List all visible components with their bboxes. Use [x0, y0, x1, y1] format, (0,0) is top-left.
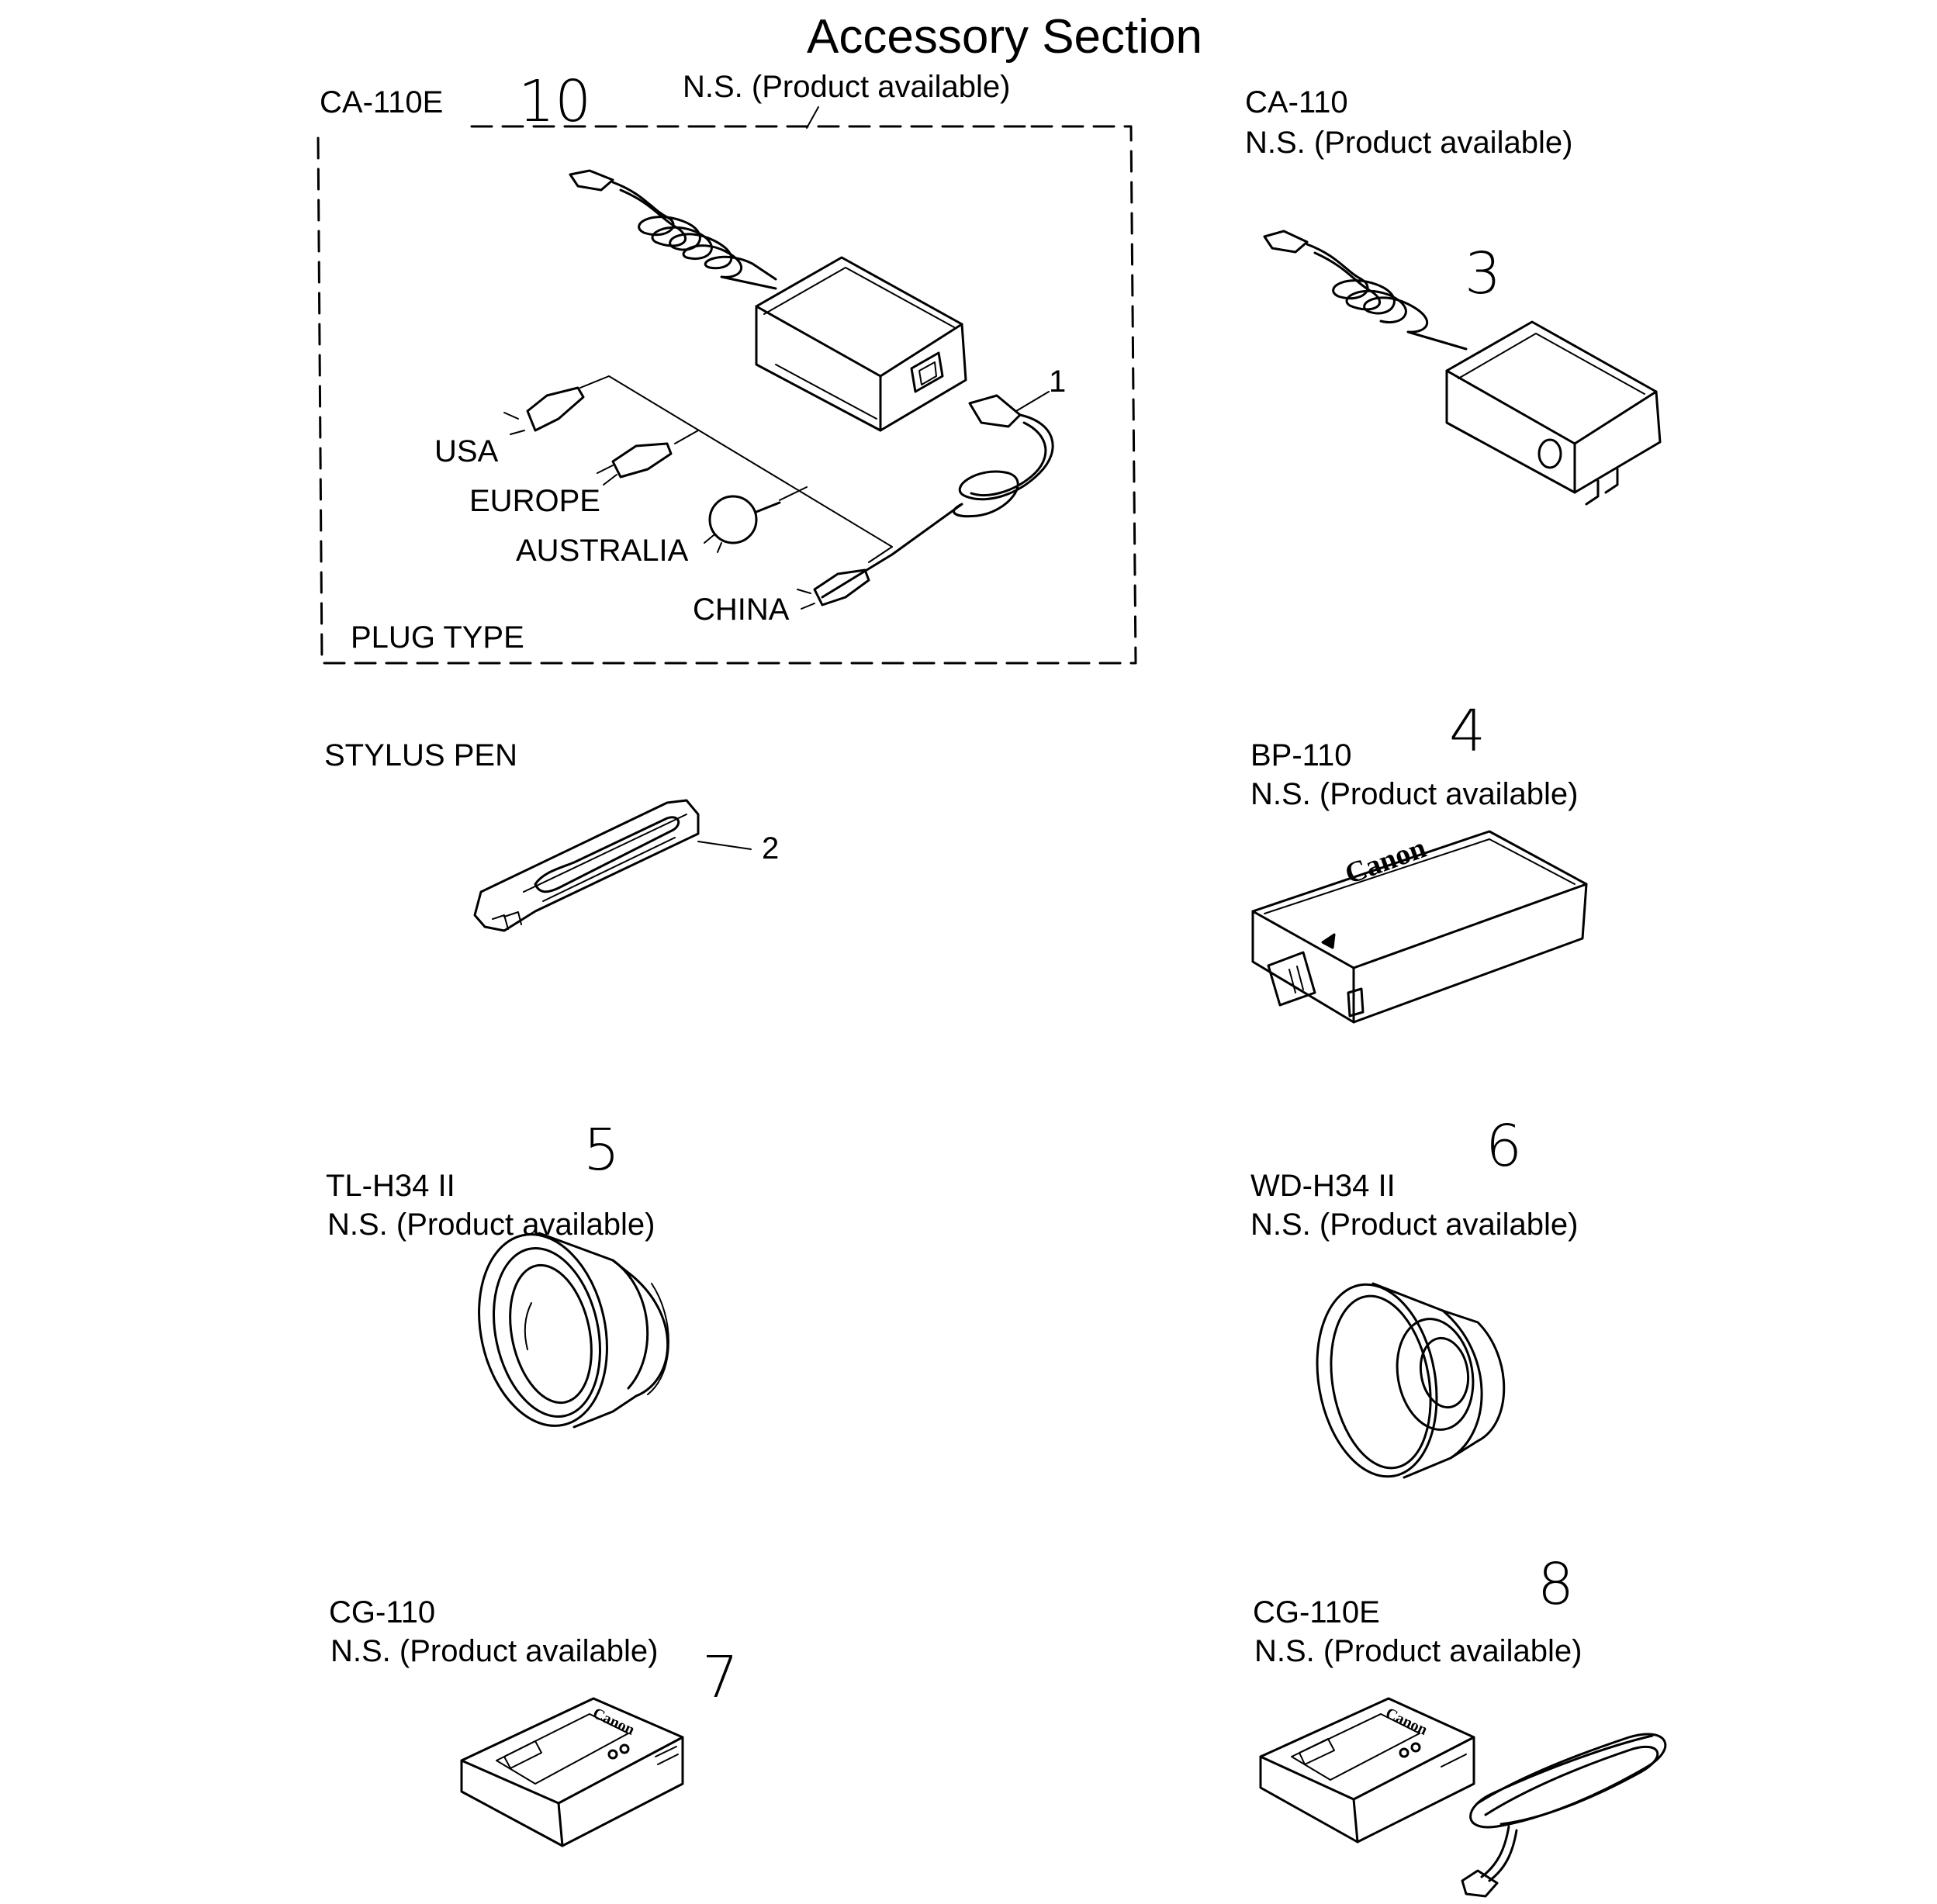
callout-2: 2 — [762, 831, 780, 866]
cg110e-model-label: CG-110E — [1253, 1595, 1380, 1629]
plug-china-label: CHINA — [693, 593, 790, 627]
usa-plug-icon — [503, 386, 585, 435]
plug-usa-label: USA — [434, 434, 499, 468]
plug-type-label: PLUG TYPE — [351, 620, 524, 655]
cg110-charger-illustration — [460, 1697, 684, 1847]
bp110-battery-illustration — [1251, 830, 1588, 1024]
page-title: Accessory Section — [807, 10, 1202, 64]
europe-plug-icon — [597, 442, 673, 486]
ca110e-dashed-frame — [316, 106, 1137, 665]
ca110-handwritten-number: 3 — [1465, 240, 1502, 307]
tlh34-model-label: TL-H34 II — [326, 1169, 455, 1203]
china-plug-icon — [797, 568, 870, 610]
plug-australia-label: AUSTRALIA — [516, 534, 689, 568]
plug-type-leader-lines — [579, 375, 893, 563]
cg110-handwritten-number: 7 — [702, 1644, 739, 1711]
stylus-pen-label: STYLUS PEN — [324, 738, 517, 772]
wdh34-lens-illustration — [1316, 1282, 1506, 1479]
tlh34-status-label: N.S. (Product available) — [327, 1208, 655, 1242]
cg110e-charger-illustration — [1259, 1697, 1667, 1898]
ca110-adapter-illustration — [1263, 230, 1662, 506]
cg110e-handwritten-number: 8 — [1537, 1551, 1575, 1618]
plug-europe-label: EUROPE — [469, 484, 600, 518]
wdh34-model-label: WD-H34 II — [1250, 1169, 1396, 1203]
bp110-status-label: N.S. (Product available) — [1250, 777, 1579, 811]
ca110e-status-label: N.S. (Product available) — [683, 70, 1011, 104]
cg110e-status-label: N.S. (Product available) — [1254, 1634, 1582, 1668]
stylus-pen-illustration — [473, 799, 752, 932]
ca110e-handwritten-number: 10 — [518, 68, 592, 135]
bp110-handwritten-number: 4 — [1449, 698, 1486, 765]
australia-plug-icon — [704, 495, 781, 553]
ca110e-model-label: CA-110E — [320, 85, 444, 119]
callout-1: 1 — [1049, 365, 1067, 399]
tlh34-handwritten-number: 5 — [583, 1117, 621, 1184]
wdh34-status-label: N.S. (Product available) — [1250, 1208, 1579, 1242]
cg110-model-label: CG-110 — [329, 1595, 436, 1629]
wdh34-handwritten-number: 6 — [1486, 1113, 1523, 1180]
cg110-status-label: N.S. (Product available) — [330, 1634, 659, 1668]
ca110e-adapter-illustration — [569, 169, 1054, 599]
ca110-model-label: CA-110 — [1245, 85, 1348, 119]
callout-1-leader — [1015, 391, 1050, 412]
ca110-status-label: N.S. (Product available) — [1245, 126, 1573, 160]
bp110-model-label: BP-110 — [1250, 738, 1352, 772]
tlh34-lens-illustration — [478, 1232, 669, 1429]
